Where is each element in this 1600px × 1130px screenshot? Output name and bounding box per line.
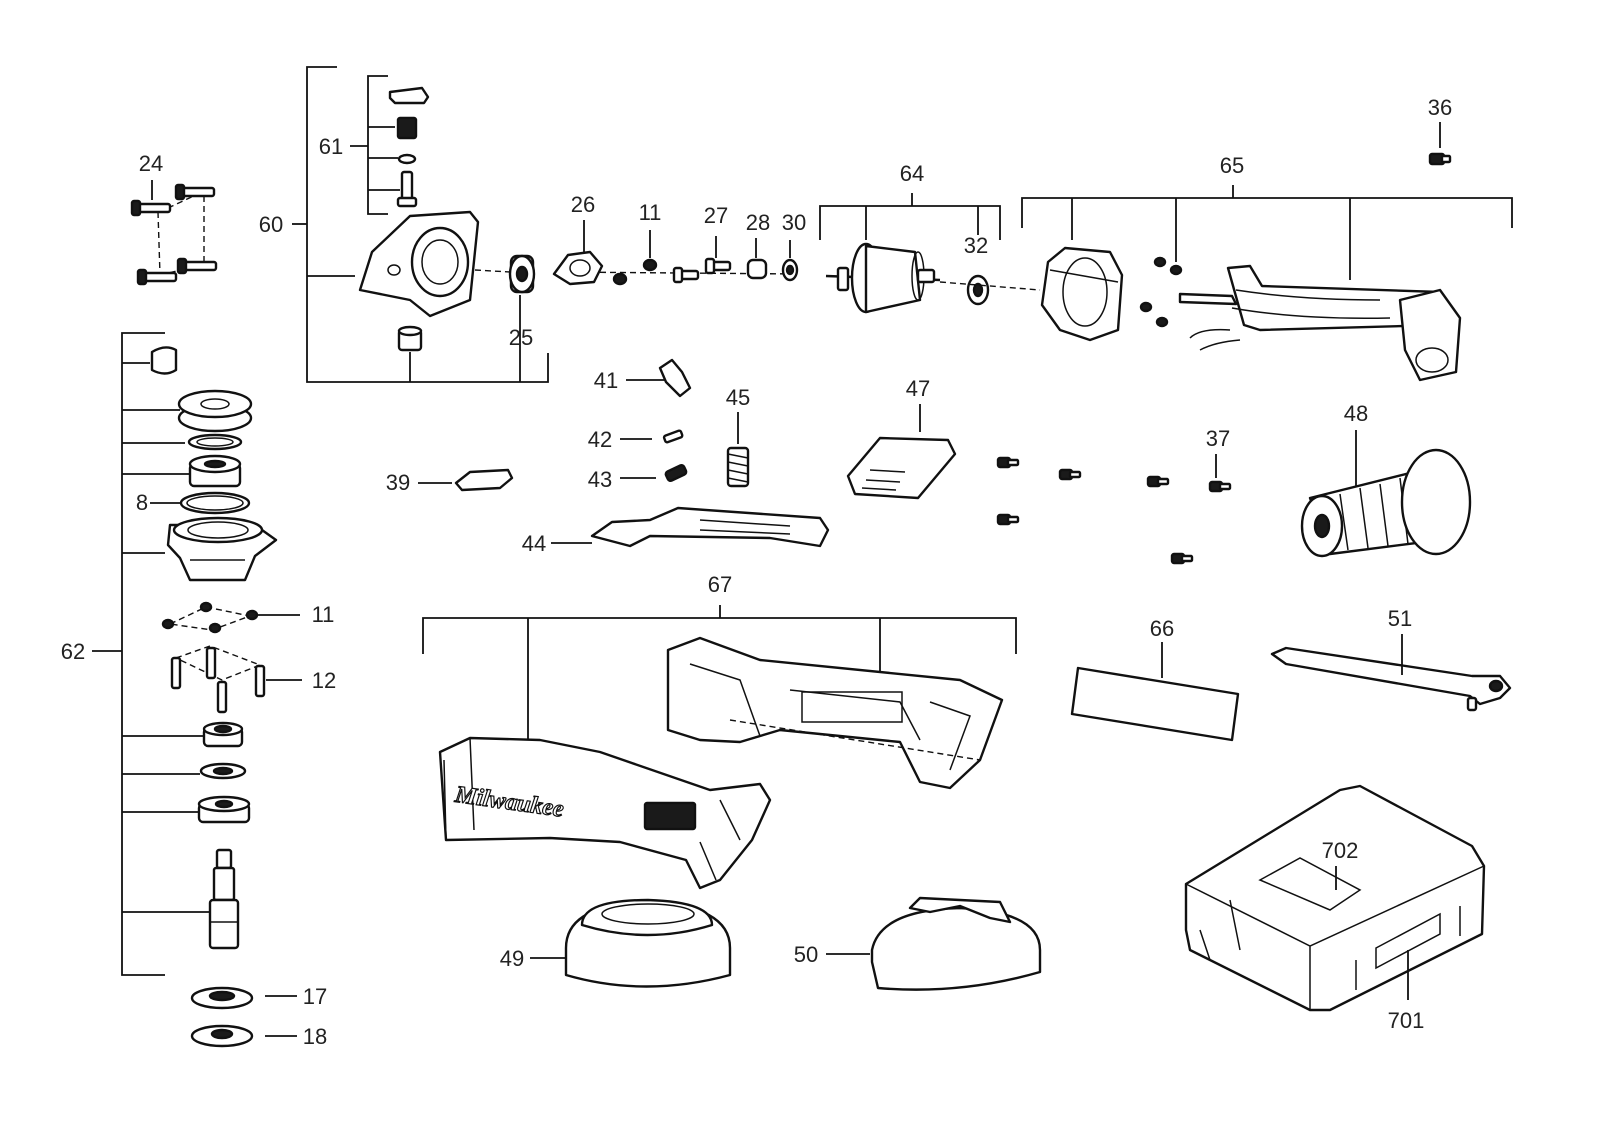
part-label-43: 43 (588, 467, 612, 492)
part-label-42: 42 (588, 427, 612, 452)
bearing-25-part (508, 254, 536, 294)
part-label-60: 60 (259, 212, 283, 237)
guard-49-part (530, 898, 732, 988)
housing-half-left-part: Milwaukee (438, 736, 772, 890)
nuts-11 (161, 601, 300, 634)
stator-part (1040, 246, 1124, 342)
bearing-32-part (966, 274, 990, 306)
part-label-702: 702 (1322, 838, 1359, 863)
bracket-67 (422, 605, 1017, 740)
screw-icon (174, 183, 216, 201)
lock-button-part (388, 86, 430, 105)
part-label-48: 48 (1344, 401, 1368, 426)
screws-12 (170, 645, 302, 714)
part-label-24: 24 (139, 151, 163, 176)
retaining-ring-part (187, 433, 243, 451)
part-label-8: 8 (136, 490, 148, 515)
part-label-27: 27 (704, 203, 728, 228)
part-label-65: 65 (1220, 153, 1244, 178)
part-label-64: 64 (900, 161, 924, 186)
part-label-39: 39 (386, 470, 410, 495)
paddle-44-part (551, 506, 830, 548)
part-label-49: 49 (500, 946, 524, 971)
lock-pin-part (396, 170, 418, 208)
screw-36-part (1428, 122, 1452, 166)
part-label-17: 17 (303, 984, 327, 1009)
o-ring-part (179, 491, 251, 515)
part-label-44: 44 (522, 531, 546, 556)
part-label-36: 36 (1428, 95, 1452, 120)
screw-icon (136, 268, 178, 286)
plate-39-part (418, 468, 514, 492)
nut-part (612, 272, 628, 286)
washer-30-part (781, 240, 799, 282)
bracket-60 (292, 66, 549, 383)
outer-flange-part (190, 986, 297, 1010)
spanner-51-part (1270, 634, 1512, 712)
part-label-45: 45 (726, 385, 750, 410)
spring-45-part (726, 412, 750, 488)
bevel-gear-part (197, 795, 251, 824)
bearing-retainer-part (552, 220, 604, 286)
sleeve-part (397, 325, 423, 352)
screw-icon (130, 199, 172, 217)
carry-case-701-part (1184, 784, 1486, 1012)
switch-wiring-part (1178, 264, 1462, 382)
pin-42-part (620, 429, 684, 444)
screws-37 (996, 454, 1232, 565)
part-label-67: 67 (708, 572, 732, 597)
part-label-701: 701 (1388, 1008, 1425, 1033)
part-label-47: 47 (906, 376, 930, 401)
part-label-50: 50 (794, 942, 818, 967)
small-screws-65 (1139, 256, 1183, 328)
spring-43-part (620, 464, 688, 482)
part-label-26: 26 (571, 192, 595, 217)
housing-half-right-part (666, 636, 1004, 790)
part-label-30: 30 (782, 210, 806, 235)
part-label-61: 61 (319, 134, 343, 159)
part-number-labels: 8 11 12 17 18 24 25 26 11 27 28 30 32 36… (61, 95, 1452, 1049)
screw-icon (176, 257, 218, 275)
part-label-37: 37 (1206, 426, 1230, 451)
switch-cover-47-part (846, 404, 957, 500)
part-label-62: 62 (61, 639, 85, 664)
bracket-61 (350, 75, 400, 215)
guard-50-part (826, 896, 1042, 991)
part-label-18: 18 (303, 1024, 327, 1049)
part-label-11-top: 11 (639, 200, 662, 225)
part-label-25: 25 (509, 325, 533, 350)
lever-41-part (626, 358, 692, 398)
part-label-12: 12 (312, 668, 336, 693)
bearing-2-part (202, 721, 244, 748)
washer-part (199, 762, 247, 780)
spring-part (396, 116, 418, 140)
bracket-64 (819, 193, 1001, 240)
nut-28-part (746, 238, 768, 280)
part-label-51: 51 (1388, 606, 1412, 631)
flange-part (177, 389, 253, 433)
armature-part (825, 242, 941, 314)
gear-case-part (358, 210, 480, 318)
bracket-65 (1021, 185, 1513, 280)
e-clip-part (397, 153, 417, 165)
side-handle-48-part (1300, 430, 1472, 558)
screws-24 (130, 180, 218, 286)
bearing-part (188, 454, 242, 488)
part-label-66: 66 (1150, 616, 1174, 641)
gear-housing-part (166, 516, 278, 582)
bracket-62 (92, 332, 210, 976)
quick-nut-part (190, 1024, 297, 1048)
part-label-41: 41 (594, 368, 618, 393)
cap-nut-part (150, 346, 178, 375)
screw-27-part (672, 236, 732, 284)
spindle-part (208, 848, 240, 950)
label-66-part (1070, 642, 1240, 742)
part-label-11: 11 (312, 602, 335, 627)
nut-11-part (642, 230, 658, 272)
part-label-32: 32 (964, 233, 988, 258)
part-label-28: 28 (746, 210, 770, 235)
